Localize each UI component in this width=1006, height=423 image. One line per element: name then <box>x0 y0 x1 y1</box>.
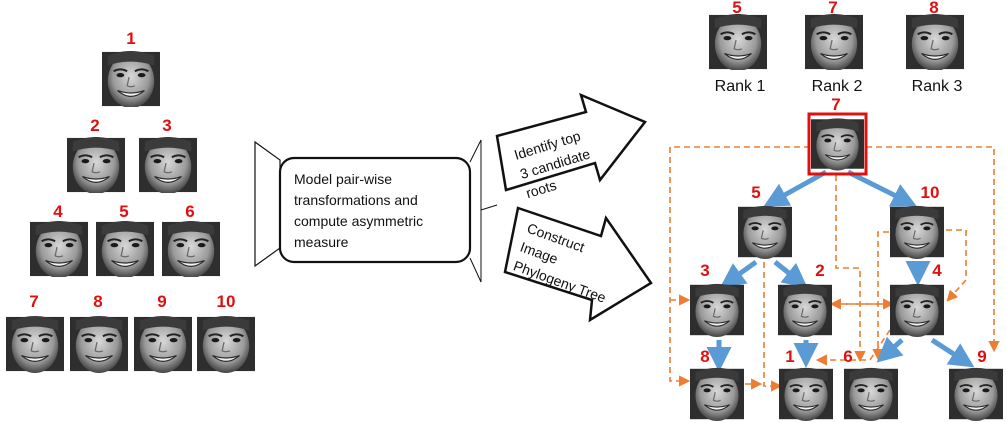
face-image <box>811 117 864 172</box>
index-label: 3 <box>162 116 171 135</box>
index-label: 8 <box>93 292 102 311</box>
face-image <box>805 14 863 70</box>
process-box <box>278 156 472 264</box>
face-image <box>844 366 898 422</box>
phylogeny-tree: 7 5 10 3 2 4 8 1 6 9 <box>669 95 1003 422</box>
rank-label: Rank 2 <box>812 78 863 95</box>
index-label: 10 <box>217 292 236 311</box>
dashed-edges <box>669 146 1000 392</box>
root-highlight <box>807 112 868 176</box>
connector-line <box>469 139 482 230</box>
face-image <box>949 366 1003 422</box>
face-image <box>162 221 220 277</box>
index-label: 6 <box>843 347 852 366</box>
input-pyramid: 1 2 3 4 5 6 7 8 9 10 <box>6 29 255 373</box>
rank-label: Rank 3 <box>912 78 963 95</box>
index-label: 5 <box>732 0 741 17</box>
process-box-text: Model pair-wise transformations and comp… <box>294 171 427 250</box>
index-label: 3 <box>700 261 709 280</box>
face-image <box>709 14 767 70</box>
identify-roots-arrow: Identify top 3 candidate roots <box>495 92 647 201</box>
index-label: 7 <box>828 0 837 17</box>
index-label: 5 <box>119 202 128 221</box>
face-image <box>690 282 744 338</box>
index-label: 2 <box>90 116 99 135</box>
index-label: 6 <box>185 202 194 221</box>
process-section: Model pair-wise transformations and comp… <box>254 92 653 323</box>
tree-edges <box>706 169 975 372</box>
face-image <box>67 137 125 193</box>
face-image <box>96 221 154 277</box>
face-image <box>102 51 160 107</box>
index-label: 1 <box>785 347 794 366</box>
face-image <box>197 315 255 373</box>
candidate-roots: 5 Rank 1 7 Rank 2 8 Rank 3 <box>709 0 964 95</box>
face-image <box>6 315 64 373</box>
face-image <box>139 137 197 193</box>
face-image <box>70 315 128 373</box>
face-image <box>890 204 944 260</box>
face-image <box>30 221 88 277</box>
index-label: 5 <box>751 183 760 202</box>
index-label: 1 <box>126 29 135 48</box>
index-label: 7 <box>29 292 38 311</box>
bracket-shape <box>254 140 281 268</box>
face-image <box>738 204 792 260</box>
face-image <box>906 14 964 70</box>
construct-tree-arrow: Construct Image Phylogeny Tree <box>503 206 653 323</box>
index-label: 9 <box>157 292 166 311</box>
face-image <box>690 366 744 422</box>
connector-line <box>480 204 498 211</box>
index-label: 8 <box>700 347 709 366</box>
face-image <box>779 366 833 422</box>
index-label: 8 <box>929 0 938 17</box>
face-image <box>890 282 944 338</box>
index-label: 10 <box>921 183 940 202</box>
connector-line <box>469 210 482 283</box>
rank-label: Rank 1 <box>715 78 766 95</box>
index-label: 2 <box>815 261 824 280</box>
index-label: 7 <box>831 95 840 114</box>
face-image <box>778 282 832 338</box>
index-label: 4 <box>932 261 942 280</box>
face-image <box>134 315 192 373</box>
index-label: 4 <box>53 202 63 221</box>
index-label: 9 <box>977 347 986 366</box>
